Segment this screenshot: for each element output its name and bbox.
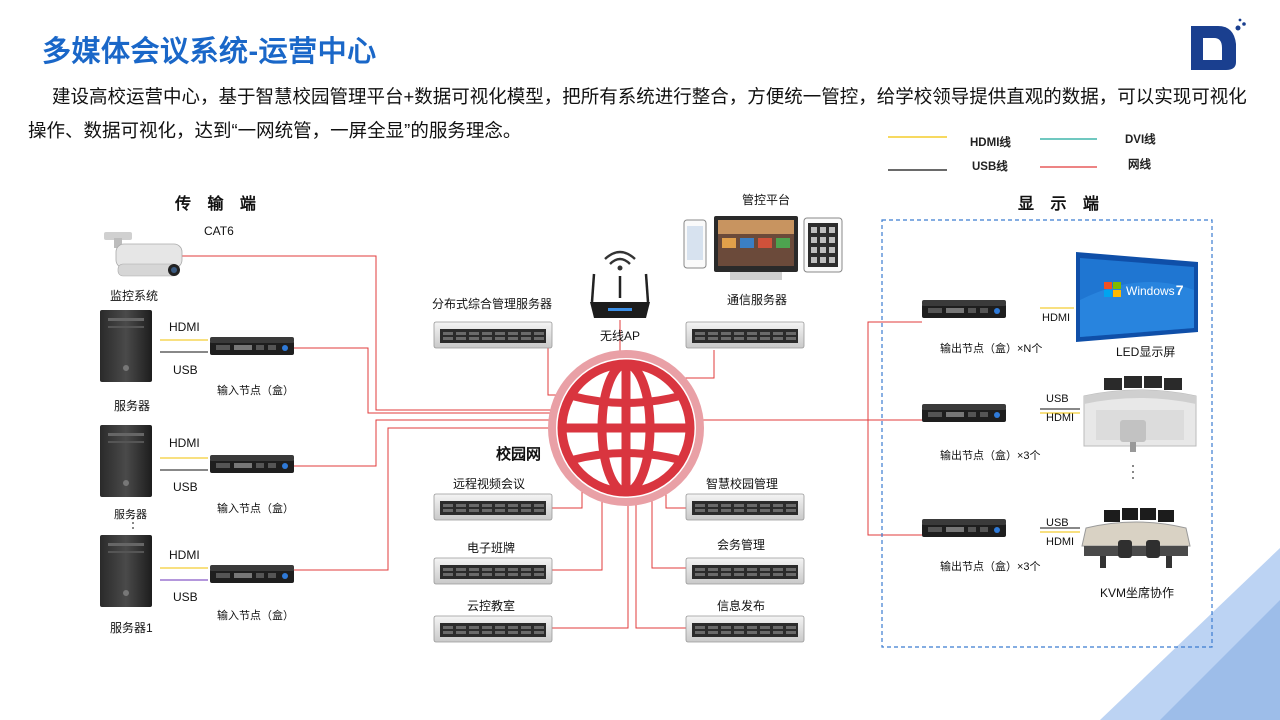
display-section-title: 显 示 端 [1018, 196, 1105, 213]
usb-label: USB [173, 480, 198, 494]
server-tower-icon [100, 425, 152, 497]
windows-text: Windows7 [1126, 282, 1184, 298]
usb-label: USB [1046, 517, 1069, 529]
camera-label: 监控系统 [110, 289, 159, 303]
rack-server-icon [433, 493, 553, 521]
input-av-cables [160, 339, 208, 581]
server-tower-icon [100, 310, 152, 382]
output-node-label: 输出节点（盒）×N个 [940, 343, 1043, 355]
server-label-video-conf: 远程视频会议 [453, 477, 526, 491]
transmit-section-title: 传 输 端 [175, 196, 262, 213]
input-node-icon [210, 455, 294, 473]
globe-icon [548, 350, 704, 506]
input-node-label: 输入节点（盒） [217, 503, 294, 515]
kvm-label: KVM坐席协作 [1100, 586, 1175, 600]
kvm-console-icon [1081, 508, 1191, 568]
wireless-ap-icon [590, 250, 650, 318]
rack-server-icon [433, 321, 553, 349]
legend-net-label: 网线 [1128, 159, 1151, 171]
rack-server-icon [433, 615, 553, 643]
server-tower-icon [100, 535, 152, 607]
hdmi-label: HDMI [1046, 536, 1075, 548]
input-node-icon [210, 337, 294, 355]
hdmi-label: HDMI [169, 548, 200, 562]
campus-network-label: 校园网 [496, 446, 542, 463]
camera-icon [104, 232, 183, 277]
server-label-info-pub: 信息发布 [717, 599, 766, 613]
server-label: 服务器 [114, 509, 147, 521]
led-display-label: LED显示屏 [1116, 345, 1176, 359]
wireless-ap-label: 无线AP [600, 329, 641, 343]
rack-server-icon [685, 615, 805, 643]
management-platform-icon [683, 216, 843, 280]
display-area-frame [881, 219, 1213, 648]
usb-label: USB [173, 590, 198, 604]
intro-paragraph: 建设高校运营中心，基于智慧校园管理平台+数据可视化模型，把所有系统进行整合，方便… [28, 86, 1247, 141]
input-node-label: 输入节点（盒） [217, 610, 294, 622]
platform-label: 管控平台 [742, 193, 791, 207]
cat6-label: CAT6 [204, 224, 234, 238]
rack-server-icon [433, 557, 553, 585]
hdmi-label: HDMI [1046, 412, 1075, 424]
output-node-icon [922, 519, 1006, 537]
usb-label: USB [1046, 393, 1069, 405]
hdmi-label: HDMI [1042, 312, 1071, 324]
output-node-label: 输出节点（盒）×3个 [940, 561, 1041, 573]
input-node-icon [210, 565, 294, 583]
hdmi-label: HDMI [169, 320, 200, 334]
server-label-meeting: 会务管理 [717, 538, 766, 552]
server-label-cloud-class: 云控教室 [467, 599, 516, 613]
legend-dvi-label: DVI线 [1125, 134, 1156, 146]
output-node-icon [922, 300, 1006, 318]
output-node-icon [922, 404, 1006, 422]
distributed-server-label: 分布式综合管理服务器 [432, 297, 553, 311]
server-label-class-board: 电子班牌 [467, 541, 516, 555]
led-display-icon [1076, 252, 1198, 342]
output-av-cables [1040, 307, 1080, 533]
input-node-label: 输入节点（盒） [217, 385, 294, 397]
comm-server-label: 通信服务器 [727, 293, 788, 307]
windows-logo-icon [1104, 282, 1121, 297]
hdmi-label: HDMI [169, 436, 200, 450]
rack-server-icon [685, 321, 805, 349]
control-console-icon [1083, 376, 1197, 452]
server-label: 服务器 [114, 399, 151, 413]
output-node-label: 输出节点（盒）×3个 [940, 450, 1041, 462]
ellipsis-icon [132, 465, 1134, 529]
rack-server-icon [685, 557, 805, 585]
usb-label: USB [173, 363, 198, 377]
page-title: 多媒体会议系统-运营中心 [42, 36, 377, 68]
legend-usb-label: USB线 [972, 161, 1008, 173]
server-label: 服务器1 [110, 621, 153, 635]
rack-server-icon [685, 493, 805, 521]
server-label-smart-campus: 智慧校园管理 [706, 477, 779, 491]
legend-hdmi-label: HDMI线 [970, 137, 1011, 149]
